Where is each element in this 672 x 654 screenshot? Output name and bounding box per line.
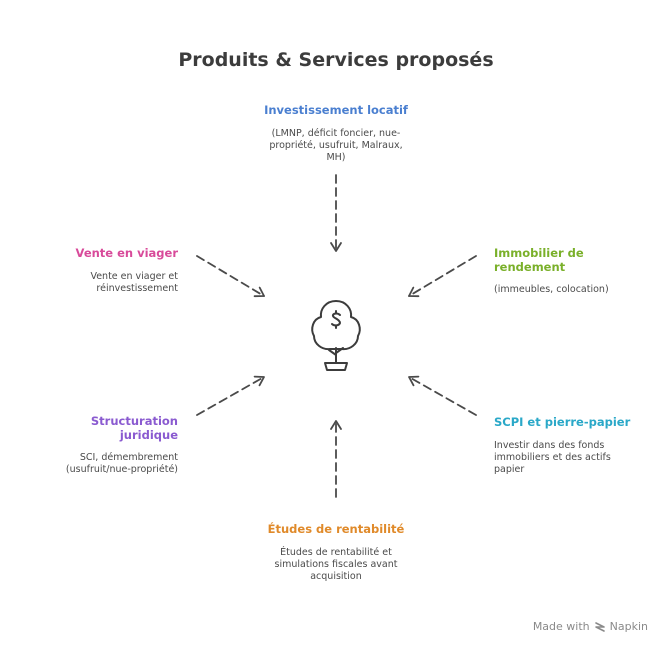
node-desc-scpi: Investir dans des fonds immobiliers et d… — [494, 440, 611, 475]
money-tree-icon — [311, 300, 361, 371]
node-title-investissement-locatif: Investissement locatif — [264, 103, 408, 117]
node-title-scpi: SCPI et pierre-papier — [494, 415, 631, 429]
arrow-right — [408, 375, 477, 416]
node-desc-vente-viager: Vente en viager et réinvestissement — [90, 271, 178, 294]
made-with-label: Made with — [532, 620, 590, 633]
node-title-etudes-rentabilite: Études de rentabilité — [267, 522, 405, 536]
arrow-top-right — [408, 255, 477, 298]
node-desc-immobilier-rendement: (immeubles, colocation) — [494, 284, 609, 295]
napkin-brand: Napkin — [609, 620, 648, 633]
node-title-immobilier-rendement: Immobilier de rendement — [494, 246, 584, 274]
napkin-logo-icon — [594, 621, 605, 632]
page-title: Produits & Services proposés — [178, 49, 494, 71]
node-desc-investissement-locatif: (LMNP, déficit foncier, nue- propriété, … — [269, 128, 403, 163]
arrow-left — [196, 375, 265, 416]
node-title-structuration-juridique: Structuration juridique — [90, 414, 178, 442]
made-with-napkin[interactable]: Made with Napkin — [533, 620, 648, 633]
node-title-vente-viager: Vente en viager — [75, 246, 178, 260]
arrow-top-left — [196, 255, 265, 298]
node-desc-structuration-juridique: SCI, démembrement (usufruit/nue-propriét… — [65, 452, 178, 475]
node-desc-etudes-rentabilite: Études de rentabilité et simulations fis… — [274, 547, 398, 582]
